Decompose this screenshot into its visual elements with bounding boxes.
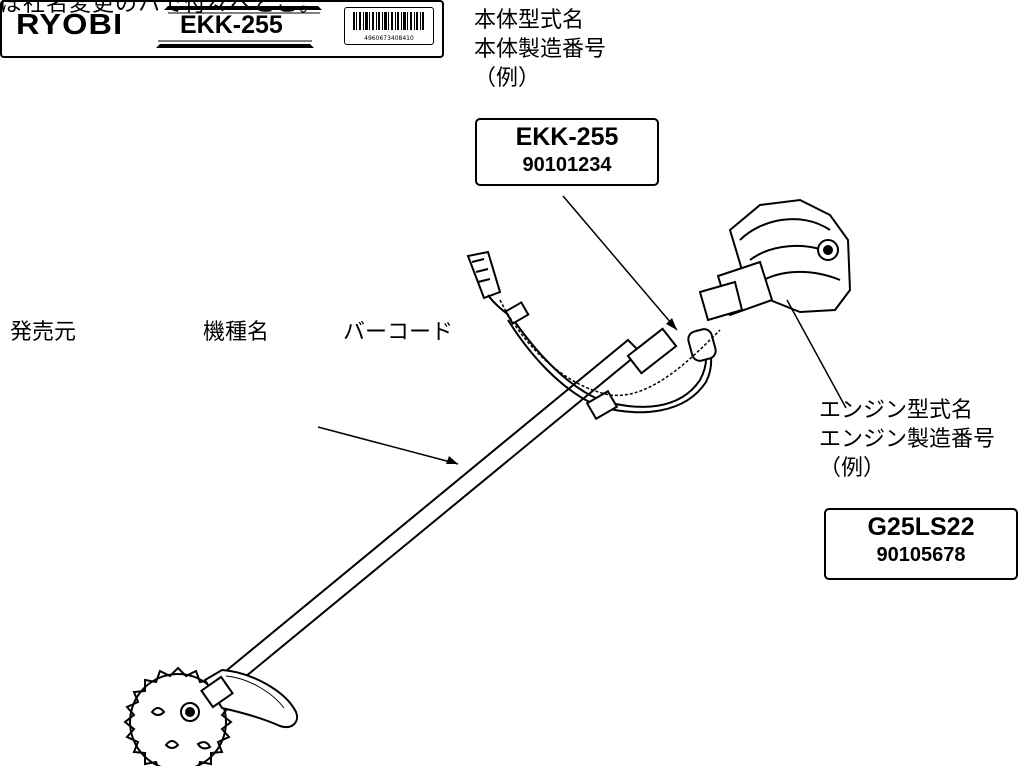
body-serial-caption: 本体製造番号 — [474, 37, 607, 62]
shaft — [196, 338, 642, 707]
barcode: 4960673408410 — [344, 7, 434, 45]
blade-guard — [200, 668, 298, 728]
handle-bar — [466, 250, 717, 421]
ryobi-logo: RYOBI — [16, 9, 124, 41]
barcode-label: バーコード — [343, 320, 454, 345]
engine-model-number: G25LS22 — [867, 513, 975, 541]
throttle-cable — [499, 299, 721, 397]
leader-arrowheads — [446, 318, 677, 464]
seller-label: 発売元 — [10, 320, 77, 345]
body-info-caption: 本体型式名 本体製造番号 （例） — [474, 6, 606, 93]
engine-info-caption: エンジン型式名 エンジン製造番号 （例） — [819, 396, 995, 483]
body-example-caption: （例） — [474, 66, 541, 91]
body-info-box: EKK-255 90101234 — [475, 118, 659, 186]
barcode-bars-icon — [353, 12, 424, 30]
nameplate: RYOBI EKK-255 4960673408410 — [0, 0, 444, 58]
model-underline-decoration — [156, 6, 322, 48]
body-model-caption: 本体型式名 — [474, 8, 585, 33]
engine-serial-caption: エンジン製造番号 — [819, 427, 996, 452]
nameplate-model: EKK-255 — [180, 11, 283, 39]
body-model-number: EKK-255 — [515, 123, 619, 151]
body-serial-number: 90101234 — [522, 154, 612, 176]
engine-model-caption: エンジン型式名 — [819, 398, 974, 423]
engine-info-box: G25LS22 90105678 — [824, 508, 1018, 580]
leader-lines — [317, 195, 847, 465]
barcode-number: 4960673408410 — [364, 35, 414, 42]
engine-serial-number: 90105678 — [876, 544, 966, 566]
engine-example-caption: （例） — [819, 456, 886, 481]
engine — [698, 198, 852, 322]
model-name-label: 機種名 — [203, 320, 270, 345]
